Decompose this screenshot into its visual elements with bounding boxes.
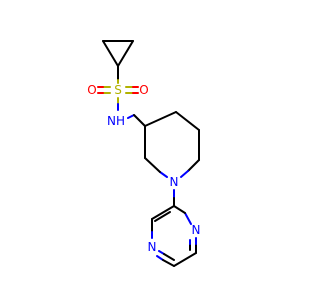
bond	[187, 159, 200, 172]
bond	[144, 157, 161, 173]
bond	[173, 252, 197, 267]
cyclopropyl-ring	[102, 40, 134, 67]
oxygen-atom-label: O	[87, 83, 96, 97]
pyrazine-nitrogen-label: N	[192, 223, 201, 237]
piperidine-nitrogen-label: N	[170, 175, 179, 189]
oxygen-atom-label: O	[139, 83, 148, 97]
pyrazine-ring	[151, 205, 197, 267]
sulfonyl-double-bond-left	[97, 86, 111, 94]
bond	[173, 205, 186, 214]
sulfonyl-double-bond-right	[125, 86, 139, 94]
bond	[159, 171, 168, 178]
bond	[102, 40, 119, 67]
bond	[175, 111, 200, 131]
bond	[156, 255, 164, 261]
bond	[154, 211, 171, 222]
piperidine-ring	[144, 111, 200, 178]
bond	[144, 111, 177, 127]
bond	[117, 40, 134, 67]
bond	[163, 253, 175, 261]
bond	[151, 205, 175, 220]
bond	[184, 212, 192, 225]
pyrazine-nitrogen-label: N	[148, 240, 157, 254]
molecule-diagram: O S O NH N N N	[87, 40, 201, 267]
bond	[180, 170, 189, 178]
bond	[162, 259, 175, 267]
sulfur-atom-label: S	[114, 83, 122, 97]
bond	[127, 114, 135, 119]
amine-nh-label: NH	[107, 114, 125, 128]
bond	[133, 114, 146, 127]
